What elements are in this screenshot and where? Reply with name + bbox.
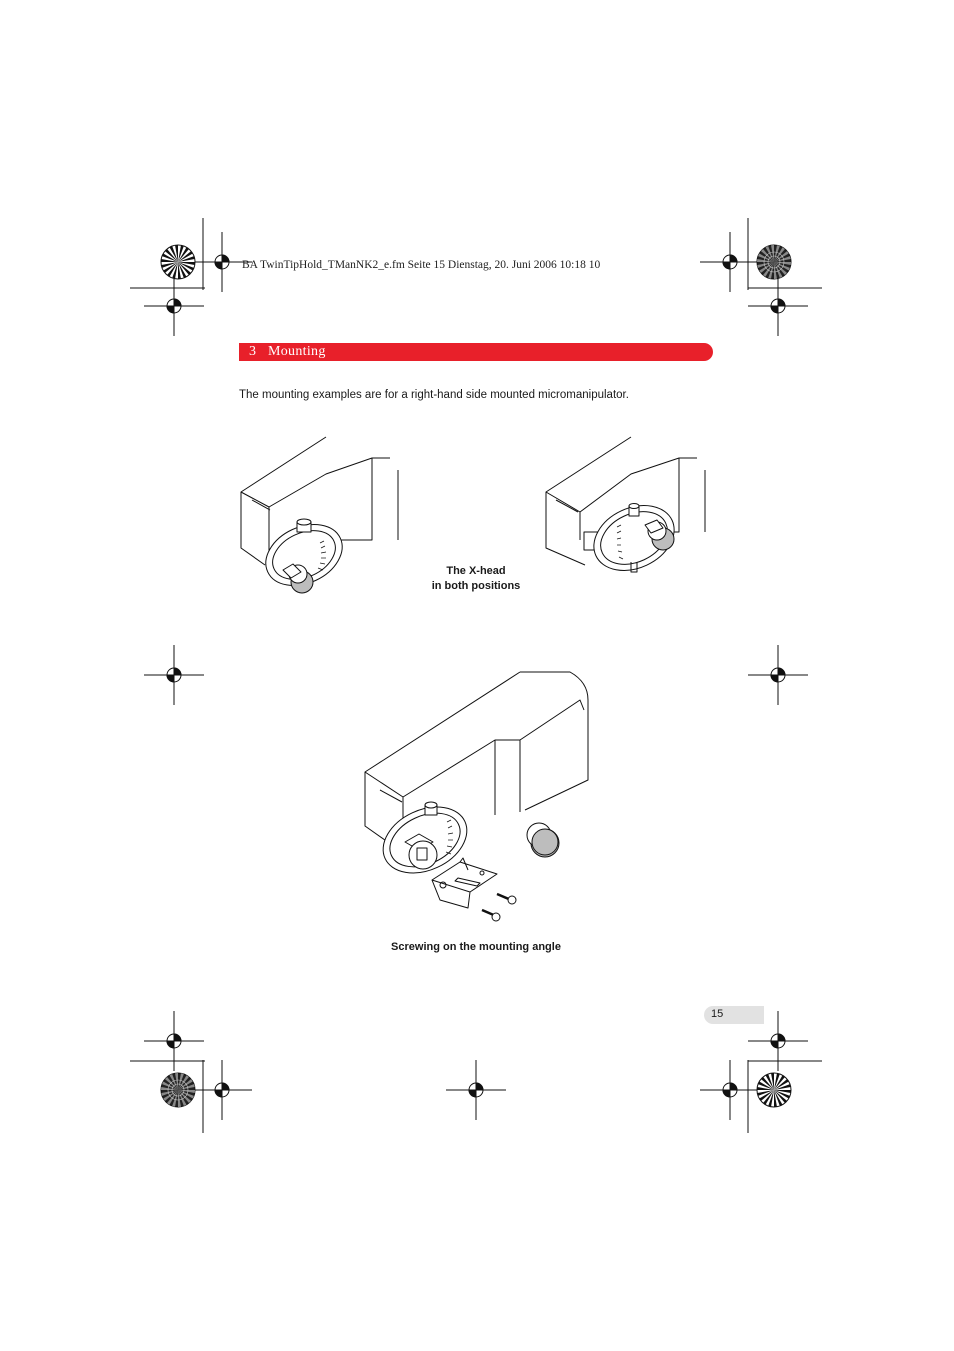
- starburst-mark: [756, 1072, 792, 1108]
- registration-mark: [748, 276, 808, 336]
- figure-caption-line2: in both positions: [431, 580, 521, 592]
- print-header: BA TwinTipHold_TManNK2_e.fm Seite 15 Die…: [242, 259, 601, 271]
- registration-mark: [144, 1011, 204, 1071]
- registration-mark: [192, 1060, 252, 1120]
- figure-caption-xhead: The X-head in both positions: [416, 564, 536, 594]
- section-number: 3: [249, 344, 256, 359]
- registration-mark: [748, 645, 808, 705]
- registration-mark: [446, 1060, 506, 1120]
- figure-caption-line1: The X-head: [446, 565, 506, 577]
- starburst-mark: [756, 244, 792, 280]
- starburst-mark: [160, 1072, 196, 1108]
- section-title: Mounting: [268, 344, 326, 359]
- page-number: 15: [711, 1008, 724, 1020]
- registration-mark: [192, 232, 252, 292]
- registration-mark: [700, 1060, 760, 1120]
- registration-mark: [700, 232, 760, 292]
- section-heading-bar: 3 Mounting: [239, 343, 713, 361]
- registration-mark: [144, 276, 204, 336]
- registration-mark: [748, 1011, 808, 1071]
- figure-caption-mounting-angle: Screwing on the mounting angle: [391, 941, 561, 953]
- intro-paragraph: The mounting examples are for a right-ha…: [239, 389, 629, 401]
- page-number-badge: 15: [704, 1006, 764, 1024]
- starburst-mark: [160, 244, 196, 280]
- registration-mark: [144, 645, 204, 705]
